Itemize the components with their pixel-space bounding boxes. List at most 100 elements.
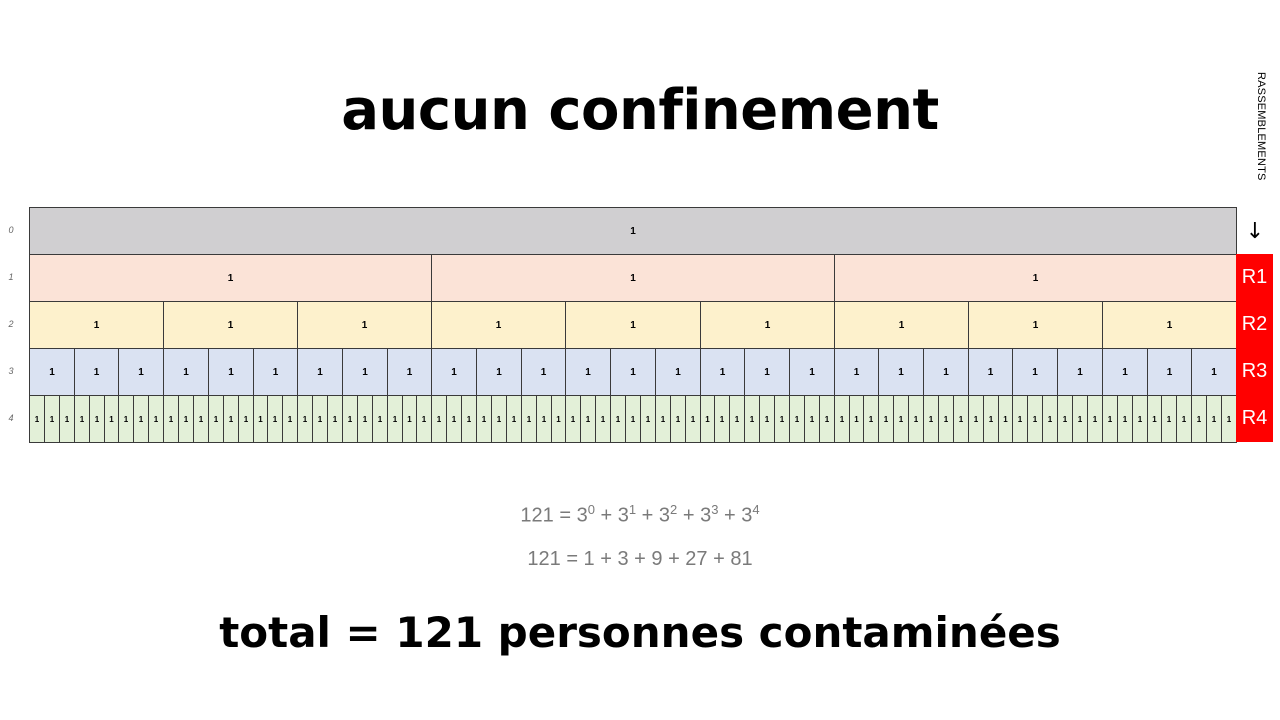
person-cell: 1	[1161, 395, 1177, 443]
person-cell: 1	[1147, 348, 1192, 396]
person-cell: 1	[878, 348, 924, 396]
person-cell: 1	[431, 301, 566, 349]
person-cell: 1	[729, 395, 745, 443]
round-badge-r3: R3	[1236, 348, 1273, 395]
formula-base: 3	[741, 504, 753, 527]
person-cell: 1	[1191, 395, 1207, 443]
person-cell: 1	[685, 395, 701, 443]
person-cell: 1	[655, 395, 671, 443]
person-cell: 1	[1132, 395, 1148, 443]
person-cell: 1	[1221, 395, 1237, 443]
level-label: 3	[8, 365, 14, 376]
person-cell: 1	[163, 348, 209, 396]
formula-exponent: 2	[670, 502, 678, 517]
formula-base: 3	[576, 504, 588, 527]
level-label: 4	[8, 412, 14, 423]
level-label: 0	[8, 224, 14, 235]
side-label: RASSEMBLEMENTS	[1255, 72, 1267, 181]
person-cell: 1	[267, 395, 283, 443]
person-cell: 1	[29, 207, 1237, 255]
round-badge-r2: R2	[1236, 301, 1273, 348]
person-cell: 1	[700, 301, 835, 349]
person-cell: 1	[789, 395, 805, 443]
formula-plus: +	[594, 504, 618, 527]
person-cell: 1	[342, 348, 388, 396]
person-cell: 1	[968, 395, 984, 443]
person-cell: 1	[178, 395, 194, 443]
person-cell: 1	[74, 395, 90, 443]
total-text: total = 121 personnes contaminées	[219, 608, 1061, 657]
person-cell: 1	[29, 348, 75, 396]
person-cell: 1	[402, 395, 417, 443]
person-cell: 1	[521, 395, 537, 443]
formula-base: 3	[658, 504, 671, 527]
person-cell: 1	[1042, 395, 1058, 443]
person-cell: 1	[327, 395, 343, 443]
down-arrow-icon: ↓	[1245, 219, 1265, 244]
person-cell: 1	[700, 395, 715, 443]
person-cell: 1	[834, 348, 879, 396]
formula-exponent: 4	[752, 502, 760, 517]
person-cell: 1	[133, 395, 149, 443]
person-cell: 1	[819, 395, 835, 443]
person-cell: 1	[372, 395, 388, 443]
person-cell: 1	[1057, 395, 1073, 443]
person-cell: 1	[74, 348, 119, 396]
formula-sum: 121 = 1 + 3 + 9 + 27 + 81	[527, 548, 753, 570]
person-cell: 1	[163, 301, 298, 349]
person-cell: 1	[89, 395, 105, 443]
person-cell: 1	[1087, 395, 1103, 443]
person-cell: 1	[1012, 395, 1028, 443]
person-cell: 1	[580, 395, 596, 443]
person-cell: 1	[431, 254, 835, 302]
person-cell: 1	[938, 395, 954, 443]
person-cell: 1	[968, 348, 1013, 396]
person-cell: 1	[789, 348, 835, 396]
person-cell: 1	[968, 301, 1103, 349]
person-cell: 1	[863, 395, 879, 443]
person-cell: 1	[625, 395, 641, 443]
formula-plus: +	[677, 504, 701, 527]
person-cell: 1	[208, 395, 224, 443]
formula-lhs: 121 =	[520, 504, 577, 527]
person-cell: 1	[774, 395, 790, 443]
person-cell: 1	[1147, 395, 1162, 443]
person-cell: 1	[44, 395, 60, 443]
person-cell: 1	[59, 395, 75, 443]
person-cell: 1	[610, 395, 626, 443]
person-cell: 1	[193, 395, 209, 443]
person-cell: 1	[118, 348, 164, 396]
person-cell: 1	[29, 301, 164, 349]
person-cell: 1	[416, 395, 432, 443]
person-cell: 1	[29, 395, 45, 443]
person-cell: 1	[491, 395, 507, 443]
person-cell: 1	[104, 395, 119, 443]
person-cell: 1	[223, 395, 239, 443]
person-cell: 1	[253, 348, 298, 396]
person-cell: 1	[714, 395, 730, 443]
person-cell: 1	[521, 348, 566, 396]
person-cell: 1	[148, 395, 164, 443]
level-label: 1	[8, 271, 14, 282]
person-cell: 1	[923, 395, 939, 443]
person-cell: 1	[834, 395, 850, 443]
person-cell: 1	[1117, 395, 1133, 443]
person-cell: 1	[431, 348, 477, 396]
formula-base: 3	[617, 504, 629, 527]
person-cell: 1	[297, 395, 313, 443]
formula-plus: +	[718, 504, 742, 527]
person-cell: 1	[253, 395, 268, 443]
person-cell: 1	[238, 395, 254, 443]
person-cell: 1	[387, 395, 403, 443]
person-cell: 1	[565, 348, 611, 396]
person-cell: 1	[1102, 348, 1148, 396]
person-cell: 1	[744, 348, 790, 396]
person-cell: 1	[834, 301, 969, 349]
person-cell: 1	[118, 395, 134, 443]
person-cell: 1	[953, 395, 969, 443]
person-cell: 1	[983, 395, 999, 443]
person-cell: 1	[998, 395, 1013, 443]
person-cell: 1	[640, 395, 656, 443]
person-cell: 1	[670, 395, 686, 443]
person-cell: 1	[1027, 395, 1043, 443]
